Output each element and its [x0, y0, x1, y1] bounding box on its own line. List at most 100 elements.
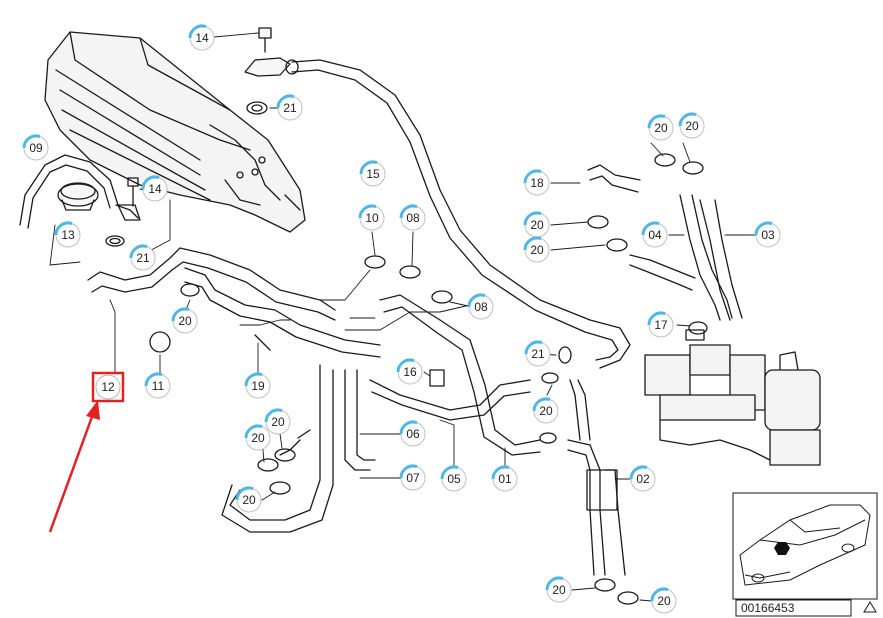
callout-21: 21 — [276, 94, 303, 121]
callout-number: 11 — [152, 379, 165, 393]
hose-15 — [285, 59, 631, 369]
callout-11: 11 — [144, 372, 171, 399]
callout-08: 08 — [399, 204, 426, 231]
parts-drawing — [19, 27, 821, 605]
callout-number: 04 — [648, 228, 662, 242]
expansion-tank — [44, 31, 306, 233]
callout-ring-accent — [545, 576, 564, 591]
callout-20: 20 — [523, 211, 550, 238]
callout-ring-accent — [399, 464, 418, 479]
callout-20: 20 — [264, 408, 291, 435]
callout-20: 20 — [171, 307, 198, 334]
callout-number: 18 — [530, 176, 544, 190]
callout-number: 08 — [406, 211, 420, 225]
callout-ring-accent — [754, 221, 773, 236]
callout-20: 20 — [244, 424, 271, 451]
callout-number: 06 — [406, 427, 420, 441]
callout-20: 20 — [235, 486, 262, 513]
callout-number: 08 — [474, 300, 488, 314]
hose-06-07 — [221, 364, 376, 533]
callout-ring-accent — [532, 397, 551, 412]
callout-ring-accent — [399, 204, 418, 219]
callout-ring-accent — [141, 175, 160, 190]
callout-ring-accent — [54, 221, 73, 236]
callout-number: 02 — [636, 472, 650, 486]
callout-14: 14 — [188, 24, 215, 51]
callout-09: 09 — [22, 134, 49, 161]
callout-number: 20 — [654, 121, 668, 135]
callout-05: 05 — [440, 465, 467, 492]
callout-08: 08 — [467, 293, 494, 320]
callout-number: 20 — [251, 431, 265, 445]
callout-14: 14 — [141, 175, 168, 202]
callout-ring-accent — [647, 311, 666, 326]
callout-10: 10 — [358, 204, 385, 231]
callout-21: 21 — [524, 340, 551, 367]
callout-03: 03 — [754, 221, 781, 248]
callout-number: 10 — [365, 211, 379, 225]
callout-ring-accent — [244, 424, 263, 439]
callout-ring-accent — [244, 372, 263, 387]
callout-number: 20 — [271, 415, 285, 429]
hose-05 — [369, 294, 541, 456]
callout-number: 12 — [101, 380, 115, 394]
callout-ring-accent — [276, 94, 295, 109]
callout-13: 13 — [54, 221, 81, 248]
callout-02: 02 — [629, 465, 656, 492]
hose-02 — [567, 379, 626, 576]
highlight-arrow — [48, 400, 100, 533]
callout-ring-accent — [491, 465, 510, 480]
callout-ring-accent — [647, 114, 666, 129]
callout-number: 20 — [657, 594, 671, 608]
callout-ring-accent — [171, 307, 190, 322]
cap-assembly — [57, 182, 125, 247]
callout-ring-accent — [523, 169, 542, 184]
callout-number: 17 — [654, 318, 668, 332]
callout-number: 01 — [498, 472, 512, 486]
callout-number: 15 — [366, 167, 380, 181]
callout-20: 20 — [678, 112, 705, 139]
callout-04: 04 — [641, 221, 668, 248]
callout-ring-accent — [440, 465, 459, 480]
callout-number: 20 — [685, 119, 699, 133]
leader-lines — [49, 32, 756, 602]
callout-number: 13 — [61, 228, 75, 242]
callout-number: 21 — [136, 251, 150, 265]
callout-number: 20 — [178, 314, 192, 328]
callout-number: 20 — [530, 243, 544, 257]
callout-number: 05 — [447, 472, 461, 486]
callout-18: 18 — [523, 169, 550, 196]
callout-ring-accent — [399, 420, 418, 435]
callout-circle — [95, 374, 121, 400]
callout-ring-accent — [396, 358, 415, 373]
callout-number: 14 — [195, 31, 209, 45]
callout-ring-accent — [523, 211, 542, 226]
callout-ring-accent — [129, 244, 148, 259]
callout-ring-accent — [359, 160, 378, 175]
heater-valve-unit — [644, 329, 821, 466]
callout-20: 20 — [545, 576, 572, 603]
callout-06: 06 — [399, 420, 426, 447]
callout-20: 20 — [647, 114, 674, 141]
callout-number: 20 — [552, 583, 566, 597]
callout-16: 16 — [396, 358, 423, 385]
callout-number: 09 — [29, 141, 43, 155]
callout-21: 21 — [129, 244, 156, 271]
callout-07: 07 — [399, 464, 426, 491]
callout-number: 20 — [530, 218, 544, 232]
callout-20: 20 — [532, 397, 559, 424]
callout-ring-accent — [188, 24, 207, 39]
callout-number: 14 — [148, 182, 162, 196]
callout-ring-accent — [22, 134, 41, 149]
callout-ring-accent — [629, 465, 648, 480]
callout-number: 19 — [251, 379, 265, 393]
callout-ring-accent — [523, 236, 542, 251]
callout-ring-accent — [235, 486, 254, 501]
callout-ring-accent — [144, 372, 163, 387]
callout-ring-accent — [650, 587, 669, 602]
callout-number: 20 — [539, 404, 553, 418]
callout-01: 01 — [491, 465, 518, 492]
callout-ring-accent — [678, 112, 697, 127]
callout-20: 20 — [523, 236, 550, 263]
bolt-mid — [117, 177, 141, 221]
